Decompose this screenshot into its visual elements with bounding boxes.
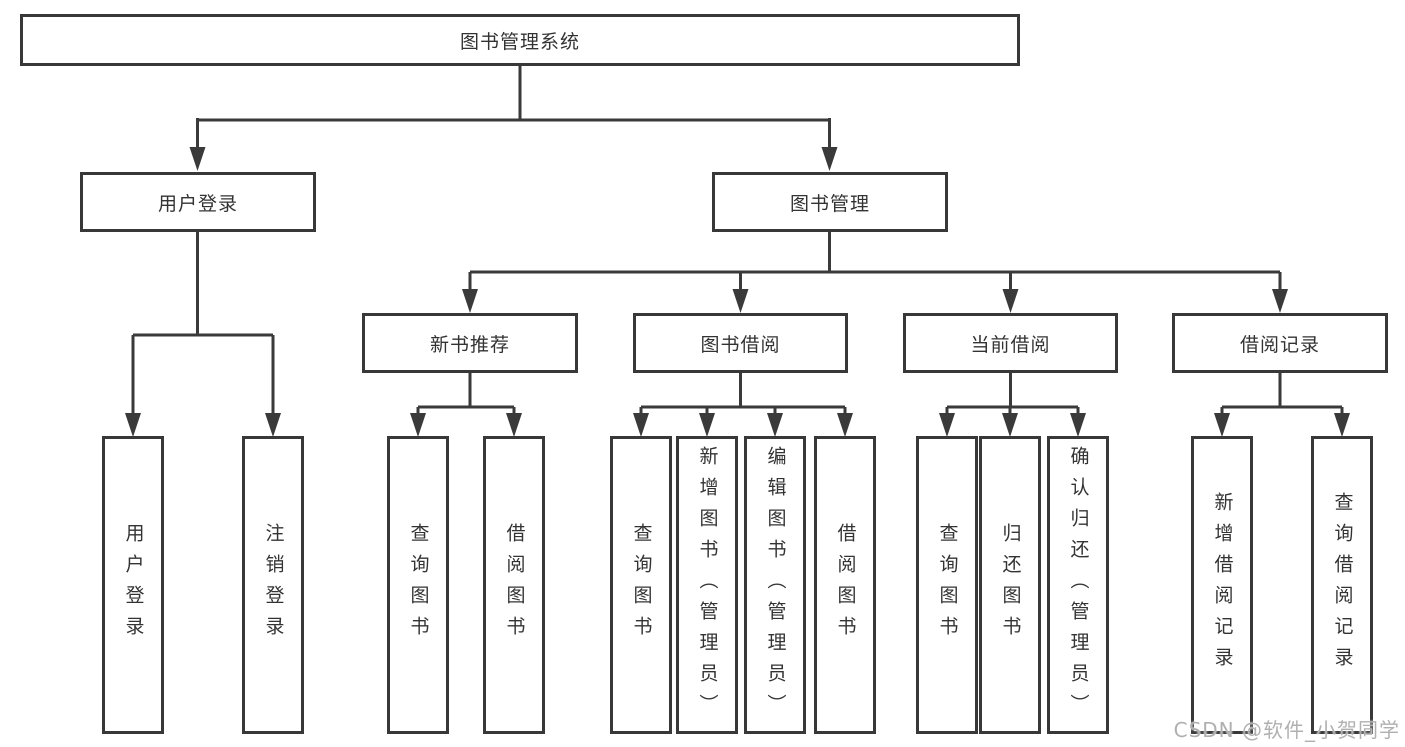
node-borrowing-records: 借阅记录 <box>1172 313 1388 373</box>
node-new-book-recommendation: 新书推荐 <box>362 313 578 373</box>
leaf-current-confirm-return-admin-label: 确认归还（管理员） <box>1067 445 1090 725</box>
connector-new-book-children <box>416 373 516 416</box>
arrowhead <box>1272 289 1288 313</box>
connector-current-borrowing-children <box>945 373 1080 416</box>
arrowhead <box>1070 413 1086 437</box>
arrowhead <box>767 413 783 437</box>
connector-user-login-children <box>131 232 275 416</box>
node-user-login-label: 用户登录 <box>157 192 238 215</box>
node-book-management-label: 图书管理 <box>789 192 870 215</box>
arrowhead <box>821 147 838 171</box>
arrowhead <box>1214 413 1230 437</box>
node-book-management: 图书管理 <box>712 172 948 232</box>
leaf-logout: 注销登录 <box>242 436 304 734</box>
connector-book-borrowing-children <box>639 373 847 416</box>
arrowhead <box>837 413 853 437</box>
arrowhead <box>1002 413 1018 437</box>
leaf-borrowing-edit-books-admin: 编辑图书（管理员） <box>744 436 806 734</box>
leaf-newbook-borrow-books: 借阅图书 <box>483 436 545 734</box>
leaf-borrowing-borrow-books: 借阅图书 <box>814 436 876 734</box>
arrowhead <box>732 289 749 313</box>
arrowhead <box>1002 289 1019 313</box>
node-new-book-recommendation-label: 新书推荐 <box>429 333 510 356</box>
node-current-borrowing: 当前借阅 <box>903 313 1118 373</box>
node-current-borrowing-label: 当前借阅 <box>970 333 1051 356</box>
arrowhead <box>125 413 141 437</box>
node-library-system-label: 图书管理系统 <box>459 30 580 53</box>
leaf-newbook-query-books: 查询图书 <box>387 436 449 734</box>
leaf-borrowing-query-books-label: 查询图书 <box>630 523 653 647</box>
leaf-user-login-label: 用户登录 <box>122 523 145 647</box>
connector-book-management-children <box>468 232 1282 292</box>
leaf-current-return-books-label: 归还图书 <box>999 523 1022 647</box>
leaf-newbook-borrow-books-label: 借阅图书 <box>503 523 526 647</box>
leaf-borrowing-borrow-books-label: 借阅图书 <box>834 523 857 647</box>
leaf-borrowing-add-books-admin-label: 新增图书（管理员） <box>696 445 719 725</box>
leaf-borrowing-edit-books-admin-label: 编辑图书（管理员） <box>764 445 787 725</box>
node-borrowing-records-label: 借阅记录 <box>1239 333 1320 356</box>
leaf-user-login: 用户登录 <box>102 436 164 734</box>
leaf-records-query-borrow-record: 查询借阅记录 <box>1311 436 1373 734</box>
leaf-newbook-query-books-label: 查询图书 <box>407 523 430 647</box>
leaf-records-add-borrow-record-label: 新增借阅记录 <box>1211 492 1234 678</box>
node-user-login: 用户登录 <box>80 172 316 232</box>
leaf-current-query-books-label: 查询图书 <box>936 523 959 647</box>
leaf-borrowing-query-books: 查询图书 <box>610 436 672 734</box>
leaf-logout-label: 注销登录 <box>262 523 285 647</box>
arrowhead <box>699 413 715 437</box>
leaf-current-query-books: 查询图书 <box>916 436 978 734</box>
arrowhead <box>633 413 649 437</box>
arrowhead <box>462 289 478 313</box>
leaf-records-add-borrow-record: 新增借阅记录 <box>1191 436 1253 734</box>
node-library-system: 图书管理系统 <box>20 14 1020 66</box>
arrowhead <box>506 413 522 437</box>
connector-borrowing-records-children <box>1220 373 1344 416</box>
leaf-records-query-borrow-record-label: 查询借阅记录 <box>1331 492 1354 678</box>
node-book-borrowing-label: 图书借阅 <box>700 333 781 356</box>
leaf-current-return-books: 归还图书 <box>979 436 1041 734</box>
node-book-borrowing: 图书借阅 <box>633 313 848 373</box>
leaf-current-confirm-return-admin: 确认归还（管理员） <box>1047 436 1109 734</box>
arrowhead <box>1334 413 1350 437</box>
arrowhead <box>410 413 426 437</box>
leaf-borrowing-add-books-admin: 新增图书（管理员） <box>676 436 738 734</box>
arrowhead <box>939 413 955 437</box>
arrowhead <box>189 147 206 171</box>
csdn-watermark: CSDN @软件_小贺同学 <box>1173 718 1400 742</box>
arrowhead <box>265 413 281 437</box>
connector-root-to-level2 <box>196 66 831 150</box>
